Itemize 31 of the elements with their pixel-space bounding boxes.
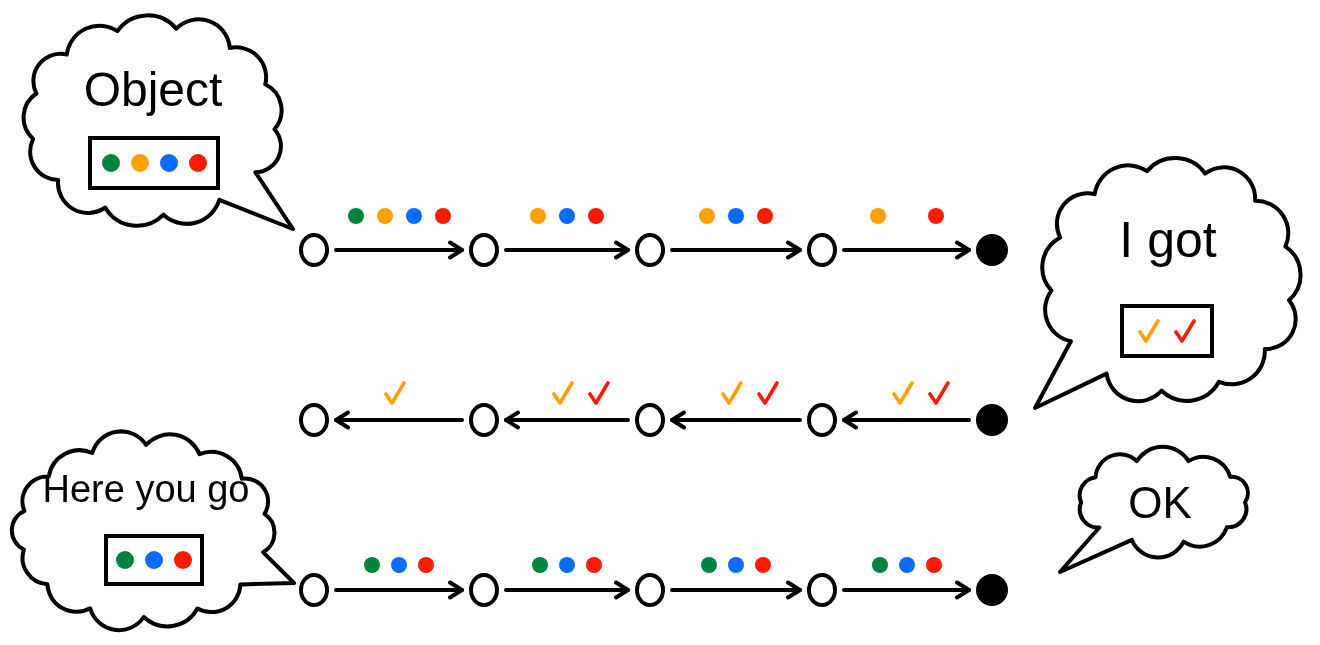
filled-circle-node: [976, 234, 1008, 266]
circle-node: [299, 573, 329, 607]
arrow: [334, 410, 464, 430]
circle-node: [469, 403, 499, 437]
arrow: [842, 240, 971, 260]
circle-node: [299, 403, 329, 437]
arrow: [334, 240, 464, 260]
arrow: [670, 410, 802, 430]
circle-node: [469, 233, 499, 267]
arrow: [504, 240, 630, 260]
arrow: [670, 240, 802, 260]
circle-node: [635, 573, 665, 607]
arrow: [334, 580, 464, 600]
circle-node: [299, 233, 329, 267]
filled-circle-node: [976, 404, 1008, 436]
arrow: [842, 410, 971, 430]
bubble-text: I got: [1119, 212, 1217, 268]
arrow: [842, 580, 971, 600]
arrow: [670, 580, 802, 600]
circle-node: [469, 573, 499, 607]
circle-node: [635, 233, 665, 267]
bubble-text: Object: [83, 63, 223, 117]
circle-node: [807, 573, 837, 607]
circle-node: [807, 403, 837, 437]
circle-node: [635, 403, 665, 437]
arrow: [504, 580, 630, 600]
arrow: [504, 410, 630, 430]
filled-circle-node: [976, 574, 1008, 606]
bubble-text: OK: [1128, 478, 1192, 528]
circle-node: [807, 233, 837, 267]
bubble-text: Here you go: [42, 469, 250, 511]
